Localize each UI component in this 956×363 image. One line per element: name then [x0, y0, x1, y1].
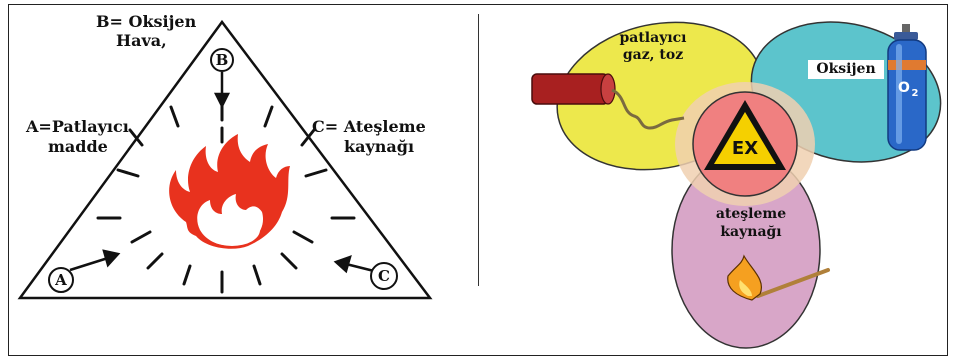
- marker-b: B: [215, 51, 229, 69]
- oxygen-cylinder-icon: [887, 24, 927, 151]
- ex-warning-icon: [704, 100, 786, 170]
- label-gaz-toz: gaz, toz: [622, 47, 684, 63]
- label-patlayici-madde: A=Patlayıcı: [26, 117, 129, 136]
- triangle-outline: [17, 19, 433, 300]
- cylinder-label: O: [898, 80, 910, 96]
- radiating-dashes: [96, 101, 356, 294]
- triangle-markers: [48, 48, 398, 293]
- label-oksijen-venn: Oksijen: [808, 60, 884, 79]
- ex-sign-text: EX: [731, 138, 759, 159]
- label-atesleme: ateşleme: [715, 206, 787, 222]
- arrows: [69, 72, 379, 274]
- label-hava: Hava,: [116, 31, 167, 50]
- label-madde: madde: [48, 137, 108, 156]
- panel-divider: [478, 14, 479, 286]
- label-patlayici: patlayıcı: [619, 30, 687, 46]
- marker-a: A: [55, 271, 67, 289]
- label-kaynagi: kaynağı: [344, 137, 415, 156]
- dynamite-icon: [531, 73, 685, 130]
- flame-icon: [169, 134, 290, 249]
- label-kaynagi-venn: kaynağı: [720, 224, 782, 240]
- match-icon: [727, 254, 830, 301]
- label-atesleme-kaynagi: C= Ateşleme: [312, 117, 426, 136]
- marker-c: C: [378, 267, 390, 285]
- label-oksijen: B= Oksijen: [96, 12, 197, 31]
- cylinder-subscript: 2: [911, 88, 919, 99]
